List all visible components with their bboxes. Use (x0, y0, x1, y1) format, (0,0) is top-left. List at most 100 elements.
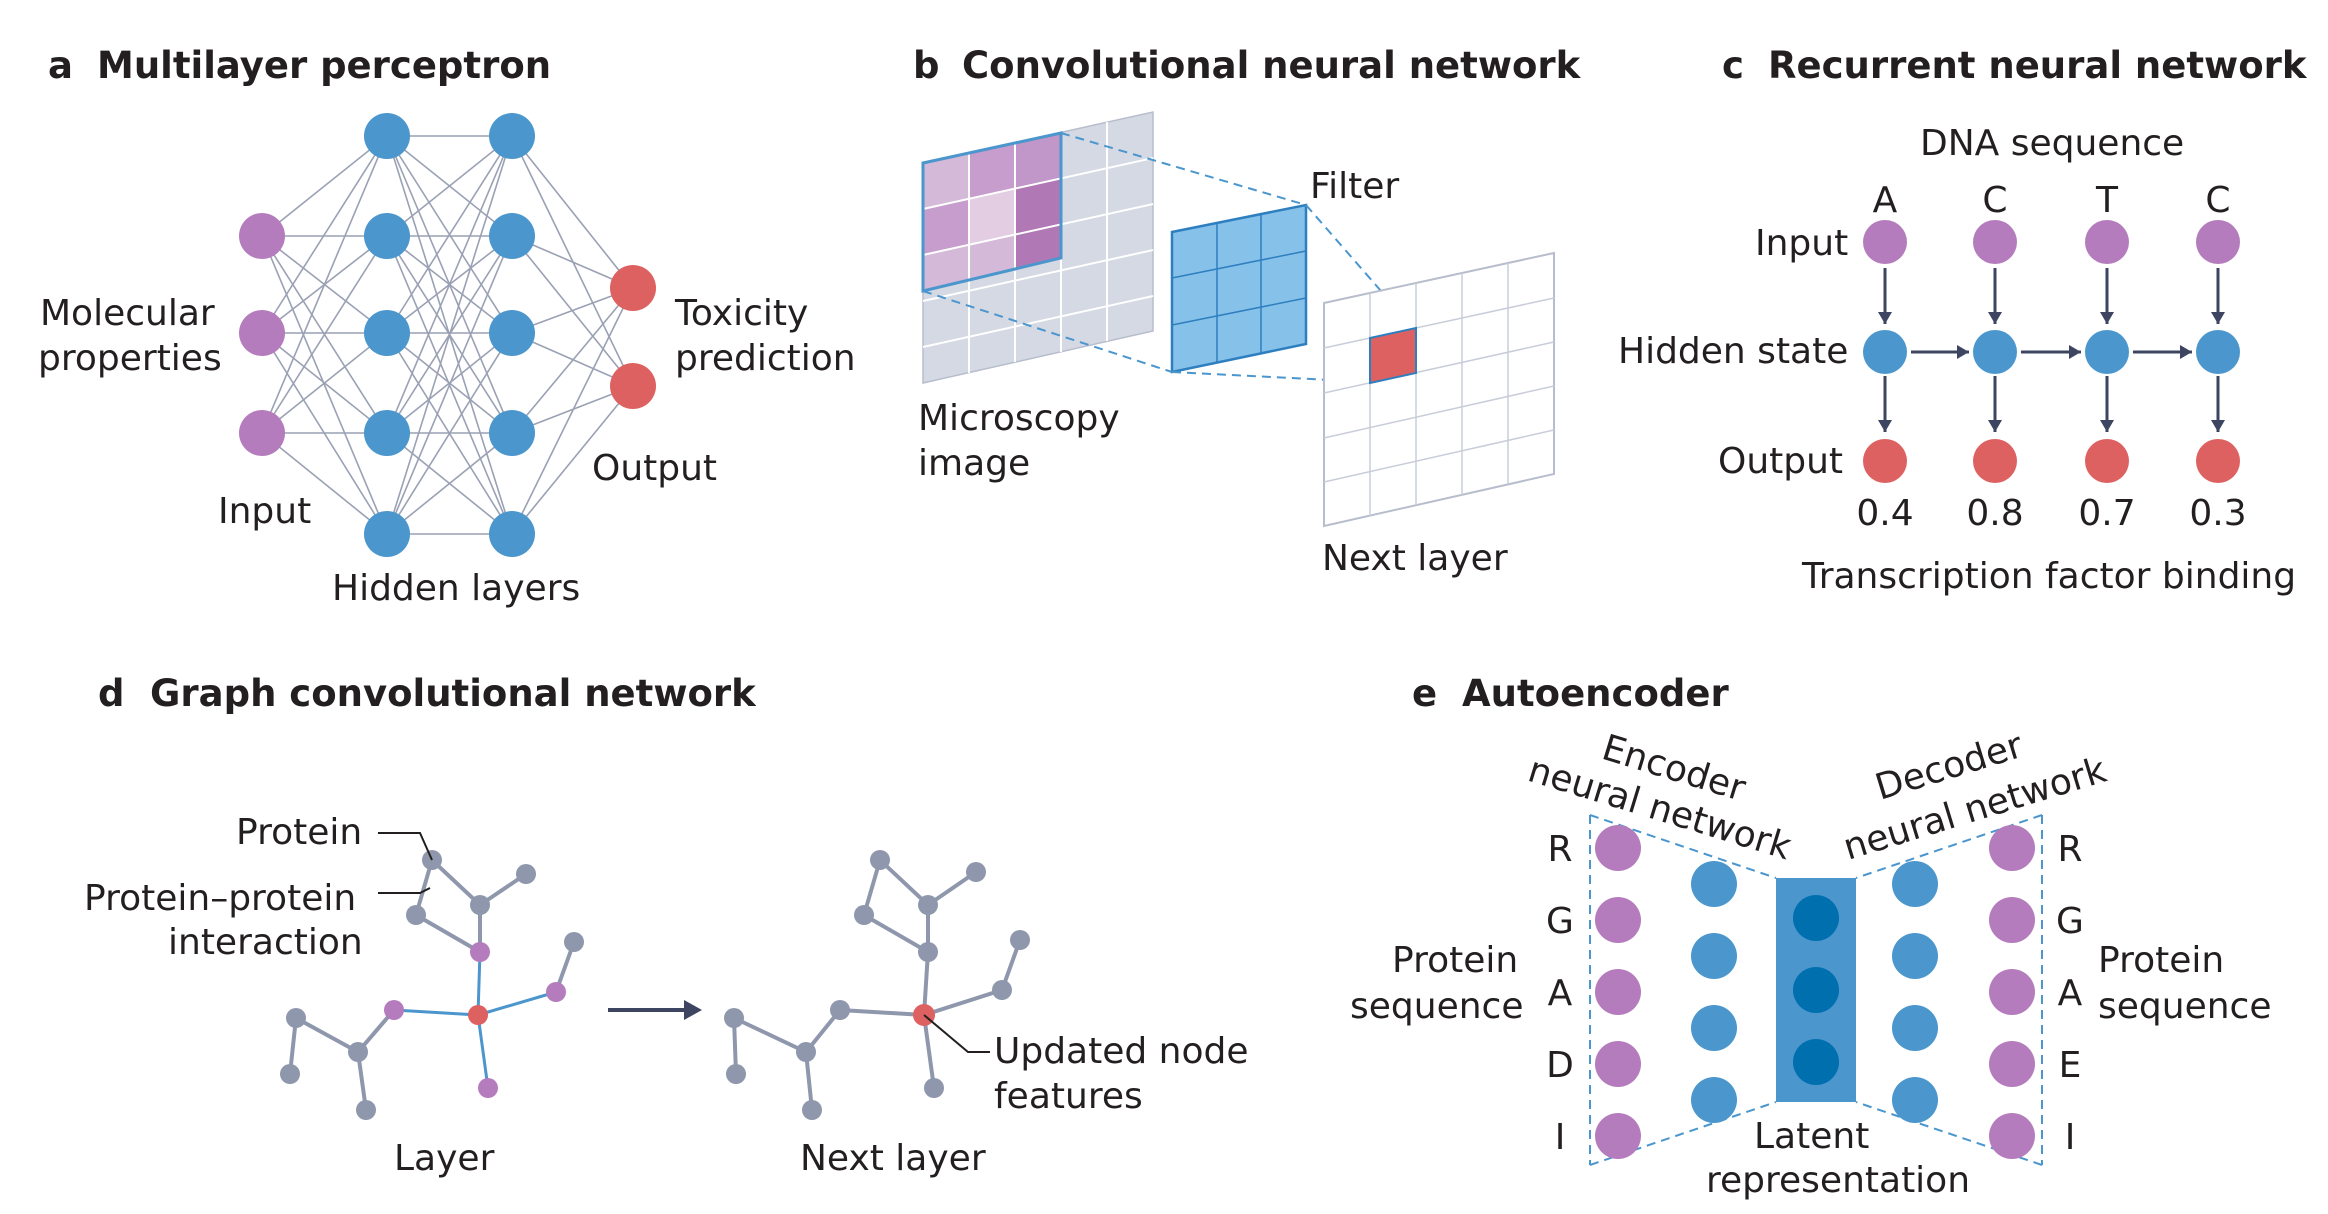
mlp-output-caption: Output (592, 448, 717, 489)
updated-label-2: features (994, 1076, 1143, 1117)
mlp-hidden-caption: Hidden layers (332, 568, 580, 609)
mlp-edge (511, 135, 634, 387)
rnn-output-label: Output (1718, 441, 1843, 482)
mlp-edge (511, 135, 634, 289)
protein-seq-right-2: sequence (2098, 986, 2271, 1027)
rnn-hidden-label: Hidden state (1618, 331, 1848, 372)
latent-label-2: representation (1706, 1160, 1970, 1201)
mlp-hidden-node (489, 310, 535, 356)
rnn-hidden-node (2085, 330, 2129, 374)
cnn-next-layer-label: Next layer (1322, 538, 1508, 579)
mlp-output-label-2: prediction (675, 338, 856, 379)
latent-label-1: Latent (1754, 1116, 1869, 1157)
panel-b: b Convolutional neural network (913, 44, 1582, 579)
mlp-edge (386, 235, 513, 535)
mlp-input-node (239, 410, 285, 456)
left-sequence-letter: D (1546, 1045, 1574, 1086)
decoder-output-node (1989, 825, 2035, 871)
mlp-edge (511, 287, 634, 535)
mlp-hidden-node (489, 213, 535, 259)
panel-c-letter: c (1722, 44, 1744, 87)
filter-grid (1170, 203, 1308, 374)
decoder-hidden-node (1892, 861, 1938, 907)
rnn-arrowhead (2100, 420, 2114, 432)
rnn-arrowhead (2069, 345, 2081, 359)
next-layer-grid (1323, 251, 1555, 528)
dna-base-label: C (2205, 180, 2230, 221)
encoder-input-node (1595, 1113, 1641, 1159)
decoder-output-node (1989, 1113, 2035, 1159)
mlp-edge (386, 135, 513, 237)
rnn-output-value: 0.8 (1966, 493, 2023, 534)
mlp-input-node (239, 310, 285, 356)
rnn-diagram: A0.4C0.8T0.7C0.3 (1856, 180, 2246, 534)
panel-a-title: Multilayer perceptron (97, 44, 551, 87)
mlp-edge (261, 332, 388, 434)
encoder-input-node (1595, 1041, 1641, 1087)
dna-base-label: C (1982, 180, 2007, 221)
dna-base-label: A (1873, 180, 1898, 221)
mlp-output-node (610, 265, 656, 311)
mlp-edge (511, 385, 634, 535)
mlp-hidden-node (489, 511, 535, 557)
protein-seq-right-1: Protein (2098, 940, 2224, 981)
rnn-input-label: Input (1755, 223, 1848, 264)
dna-sequence-label: DNA sequence (1920, 123, 2184, 164)
ppi-label-1: Protein–protein (84, 878, 356, 919)
gcn-layer-label: Layer (394, 1138, 495, 1179)
mlp-input-node (239, 213, 285, 259)
microscopy-label-1: Microscopy (918, 398, 1120, 439)
updated-label-1: Updated node (994, 1031, 1249, 1072)
rnn-hidden-node (1973, 330, 2017, 374)
mlp-edge (261, 432, 388, 535)
right-sequence-letter: A (2058, 973, 2083, 1014)
panel-d-letter: d (98, 672, 125, 715)
rnn-input-node (1973, 220, 2017, 264)
right-sequence-letter: G (2056, 901, 2084, 942)
rnn-output-node (1973, 439, 2017, 483)
protein-leader-line (378, 832, 433, 861)
mlp-hidden-node (364, 511, 410, 557)
mlp-edge (261, 135, 388, 237)
left-sequence-letter: R (1547, 829, 1572, 870)
mlp-edges (261, 135, 634, 535)
gcn-layer-graph (280, 850, 584, 1120)
mlp-edge (386, 432, 513, 535)
rnn-hidden-node (1863, 330, 1907, 374)
updated-leader-line (923, 1014, 990, 1053)
mlp-edge (511, 287, 634, 434)
rnn-output-value: 0.3 (2189, 493, 2246, 534)
mlp-hidden-node (364, 113, 410, 159)
filter-label: Filter (1310, 166, 1399, 207)
rnn-arrowhead (2180, 345, 2192, 359)
mlp-nodes (239, 113, 656, 557)
mlp-edge (386, 135, 513, 434)
panel-e-letter: e (1412, 672, 1437, 715)
mlp-hidden-node (489, 113, 535, 159)
protein-label: Protein (236, 812, 362, 853)
mlp-hidden-node (489, 410, 535, 456)
decoder-output-node (1989, 897, 2035, 943)
rnn-arrowhead (1878, 312, 1892, 324)
encoder-hidden-node (1691, 1005, 1737, 1051)
rnn-input-node (2196, 220, 2240, 264)
mlp-edge (261, 135, 388, 434)
panel-d-title: Graph convolutional network (150, 672, 757, 715)
rnn-hidden-node (2196, 330, 2240, 374)
rnn-footer-label: Transcription factor binding (1801, 556, 2296, 597)
panel-e-title: Autoencoder (1462, 672, 1729, 715)
encoder-input-node (1595, 825, 1641, 871)
ppi-leader-line (378, 887, 431, 894)
left-sequence-letter: G (1546, 901, 1574, 942)
gcn-arrow (608, 1000, 702, 1020)
mlp-edge (386, 135, 513, 334)
decoder-hidden-node (1892, 1077, 1938, 1123)
decoder-hidden-node (1892, 933, 1938, 979)
panel-b-letter: b (913, 44, 940, 87)
encoder-hidden-node (1691, 1077, 1737, 1123)
panel-a: a Multilayer perceptron Molecular proper… (38, 44, 856, 609)
ppi-label-2: interaction (168, 922, 363, 963)
encoder-input-node (1595, 897, 1641, 943)
